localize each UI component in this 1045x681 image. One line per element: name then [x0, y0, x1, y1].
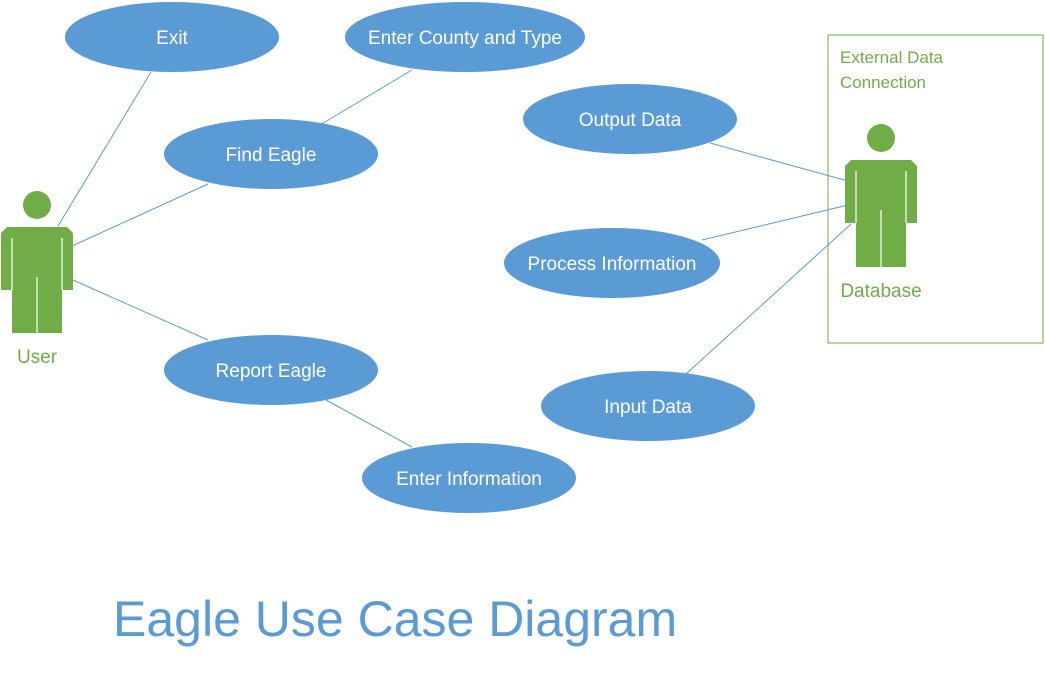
- use-case-label-input-data: Input Data: [604, 397, 692, 418]
- assoc-database-process-information: [701, 204, 849, 241]
- use-case-input-data[interactable]: Input Data: [541, 371, 755, 441]
- actor-database[interactable]: Database: [840, 124, 922, 302]
- assoc-report-eagle-enter-information: [325, 399, 413, 448]
- use-case-ellipse: [541, 371, 755, 441]
- use-case-find-eagle[interactable]: Find Eagle: [164, 119, 378, 189]
- assoc-user-find-eagle: [71, 183, 209, 247]
- use-case-ellipse: [504, 228, 720, 298]
- use-case-label-enter-information: Enter Information: [396, 469, 542, 490]
- assoc-user-exit: [57, 71, 152, 227]
- use-case-enter-county-and-type[interactable]: Enter County and Type: [345, 2, 585, 72]
- user-actor-icon: [1, 191, 73, 333]
- use-case-label-enter-county: Enter County and Type: [368, 28, 562, 49]
- assoc-find-eagle-enter-county: [319, 69, 413, 126]
- assoc-user-report-eagle: [72, 279, 209, 341]
- diagram-title: Eagle Use Case Diagram: [113, 591, 677, 647]
- use-case-enter-information[interactable]: Enter Information: [362, 443, 576, 513]
- use-case-ellipse: [164, 335, 378, 405]
- external-data-connection-boundary: External Data Connection: [827, 34, 1044, 344]
- use-case-label-report-eagle: Report Eagle: [216, 361, 327, 382]
- use-case-report-eagle[interactable]: Report Eagle: [164, 335, 378, 405]
- actor-label-database: Database: [840, 281, 921, 302]
- use-case-ellipse: [523, 84, 737, 154]
- actor-user[interactable]: User: [1, 191, 73, 368]
- assoc-database-input-data: [685, 223, 852, 375]
- use-case-ellipse: [362, 443, 576, 513]
- use-case-label-output-data: Output Data: [579, 110, 682, 131]
- database-actor-icon: [845, 124, 917, 267]
- use-case-process-information[interactable]: Process Information: [504, 228, 720, 298]
- boundary-box: [827, 34, 1044, 344]
- use-case-label-exit: Exit: [156, 28, 188, 49]
- assoc-database-output-data: [709, 142, 849, 182]
- use-case-exit[interactable]: Exit: [65, 2, 279, 72]
- associations: [57, 69, 852, 448]
- boundary-label-line1: External Data: [840, 48, 944, 67]
- use-case-label-process-information: Process Information: [528, 254, 697, 275]
- use-case-ellipse: [65, 2, 279, 72]
- use-case-ellipse: [164, 119, 378, 189]
- use-case-label-find-eagle: Find Eagle: [226, 145, 317, 166]
- use-case-output-data[interactable]: Output Data: [523, 84, 737, 154]
- boundary-label-line2: Connection: [840, 73, 926, 92]
- use-case-ellipse: [345, 2, 585, 72]
- actor-label-user: User: [17, 347, 58, 368]
